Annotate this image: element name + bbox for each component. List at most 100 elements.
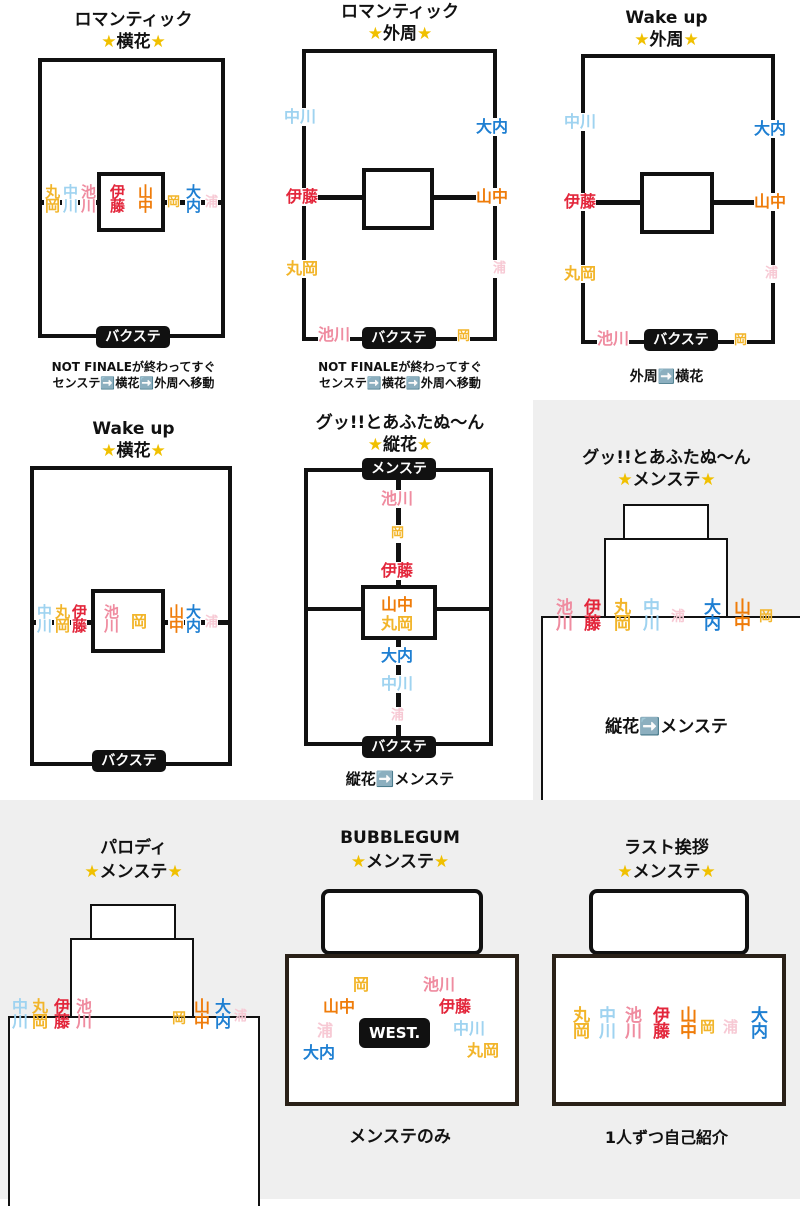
panel-note-1: 縦花➡️メンステ xyxy=(605,717,728,737)
member-oka: 岡 xyxy=(172,1011,186,1027)
member-ito: 伊藤 xyxy=(580,598,600,630)
backstage-label: バクステ xyxy=(644,329,718,351)
member-yamanaka: 山中 xyxy=(323,997,356,1016)
member-ito: 伊藤 xyxy=(381,561,414,580)
member-ito: 伊藤 xyxy=(286,187,319,206)
panel-title: Wake up xyxy=(625,8,708,28)
member-ikegawa: 池川 xyxy=(73,998,92,1028)
backstage-label: バクステ xyxy=(362,736,436,758)
panel-note-1: NOT FINALEが終わってすぐ xyxy=(51,360,216,374)
member-nakagawa: 中川 xyxy=(9,998,28,1028)
panel-note-2: センステ➡️横花➡️外周へ移動 xyxy=(52,376,215,390)
member-nakagawa: 中川 xyxy=(453,1019,486,1038)
backstage-label: バクステ xyxy=(362,327,436,349)
member-ura: 浦 xyxy=(671,609,685,625)
stage-floor xyxy=(8,1016,260,1206)
member-ito: 伊藤 xyxy=(564,192,597,211)
star-icon: ★ xyxy=(617,862,633,882)
member-ouchi: 大内 xyxy=(747,1006,767,1038)
panel-title: Wake up xyxy=(92,419,175,439)
panel-title: ロマンティック xyxy=(341,2,459,22)
member-maruoka: 丸岡 xyxy=(43,184,61,212)
member-maruoka: 丸岡 xyxy=(381,614,414,633)
member-maruoka: 丸岡 xyxy=(610,598,630,630)
member-ura: 浦 xyxy=(765,265,779,283)
star-icon: ★ xyxy=(101,441,117,461)
panel-bubblegum-mainstage: BUBBLEGUM ★メンステ★ WEST. 岡 池川 山中 伊藤 浦 中川 大… xyxy=(267,800,533,1199)
member-oka: 岡 xyxy=(457,328,471,346)
panel-subtitle: ★縦花★ xyxy=(367,435,433,455)
member-ikegawa: 池川 xyxy=(318,325,351,344)
panel-title: BUBBLEGUM xyxy=(340,828,460,848)
star-icon: ★ xyxy=(700,862,716,882)
panel-note-1: 1人ずつ自己紹介 xyxy=(604,1128,729,1147)
member-nakagawa: 中川 xyxy=(639,598,659,630)
member-yamanaka: 山中 xyxy=(136,184,154,212)
panel-parody-mainstage: パロディ ★メンステ★ 中川 丸岡 伊藤 池川 岡 山中 大内 浦 xyxy=(0,800,267,1206)
member-yamanaka: 山中 xyxy=(381,595,414,614)
member-ikegawa: 池川 xyxy=(621,1006,641,1038)
panel-subtitle: ★横花★ xyxy=(101,441,166,461)
member-yamanaka: 山中 xyxy=(476,187,509,206)
panel-subtitle: ★横花★ xyxy=(101,32,166,52)
main-stage-label: メンステ xyxy=(362,458,436,480)
member-oka: 岡 xyxy=(131,612,148,631)
panel-note-1: 縦花➡️メンステ xyxy=(345,770,455,788)
member-yamanaka: 山中 xyxy=(191,998,210,1028)
member-nakagawa: 中川 xyxy=(381,674,414,693)
panel-subtitle: ★外周★ xyxy=(367,24,433,44)
stage-floor xyxy=(541,616,800,806)
star-icon: ★ xyxy=(150,441,166,461)
star-icon: ★ xyxy=(417,435,433,455)
panel-wakeup-gaishu: Wake up ★外周★ バクステ 中川 大内 伊藤 山中 丸岡 浦 池川 岡 … xyxy=(533,0,800,400)
star-icon: ★ xyxy=(150,32,166,52)
star-icon: ★ xyxy=(683,30,699,50)
stage-top-tier xyxy=(623,504,709,540)
group-logo: WEST. xyxy=(359,1018,431,1048)
member-ikegawa: 池川 xyxy=(597,329,630,348)
member-oka: 岡 xyxy=(700,1018,716,1036)
star-icon: ★ xyxy=(101,32,117,52)
member-nakagawa: 中川 xyxy=(595,1006,615,1038)
member-ikegawa: 池川 xyxy=(381,489,414,508)
member-ouchi: 大内 xyxy=(184,604,202,632)
panel-note-1: NOT FINALEが終わってすぐ xyxy=(318,360,482,374)
member-nakagawa: 中川 xyxy=(284,107,317,126)
member-ouchi: 大内 xyxy=(184,184,202,212)
star-icon: ★ xyxy=(634,30,650,50)
panel-note-2: センステ➡️横花➡️外周へ移動 xyxy=(319,376,481,390)
panel-title: ラスト挨拶 xyxy=(624,838,709,858)
center-stage xyxy=(640,172,714,234)
panel-subtitle: ★メンステ★ xyxy=(84,862,183,882)
panel-romantic-yokohana: ロマンティック ★横花★ バクステ 丸岡 中川 池川 伊藤 山中 岡 大内 浦 … xyxy=(0,0,267,400)
member-ikegawa: 池川 xyxy=(79,184,97,212)
panel-subtitle: ★メンステ★ xyxy=(350,852,450,872)
member-maruoka: 丸岡 xyxy=(467,1041,500,1060)
member-nakagawa: 中川 xyxy=(564,112,597,131)
member-oka: 岡 xyxy=(759,609,773,625)
member-yamanaka: 山中 xyxy=(676,1006,696,1038)
member-ura: 浦 xyxy=(723,1018,739,1036)
center-stage xyxy=(97,172,165,232)
member-yamanaka: 山中 xyxy=(167,604,185,632)
member-ura: 浦 xyxy=(391,707,405,725)
member-yamanaka: 山中 xyxy=(730,598,750,630)
star-icon: ★ xyxy=(167,862,183,882)
stage-middle-tier xyxy=(604,538,728,618)
panel-guttoafter-mainstage: グッ!!とあふたぬ〜ん ★メンステ★ 池川 伊藤 丸岡 中川 浦 大内 山中 岡… xyxy=(533,400,800,806)
member-maruoka: 丸岡 xyxy=(564,264,597,283)
member-ito: 伊藤 xyxy=(649,1006,669,1038)
star-icon: ★ xyxy=(367,435,383,455)
member-maruoka: 丸岡 xyxy=(286,259,319,278)
stage-top-tier xyxy=(321,889,483,955)
panel-title: グッ!!とあふたぬ〜ん xyxy=(315,413,485,433)
panel-note-1: メンステのみ xyxy=(349,1127,451,1147)
stage-top-tier xyxy=(589,889,749,955)
star-icon: ★ xyxy=(617,470,633,490)
member-ouchi: 大内 xyxy=(303,1043,336,1062)
member-yamanaka: 山中 xyxy=(754,192,787,211)
panel-note-1: 外周➡️横花 xyxy=(629,369,704,385)
member-maruoka: 丸岡 xyxy=(569,1006,589,1038)
member-ura: 浦 xyxy=(317,1021,334,1040)
panel-lastgreeting-mainstage: ラスト挨拶 ★メンステ★ 丸岡 中川 池川 伊藤 山中 岡 浦 大内 1人ずつ自… xyxy=(533,800,800,1199)
